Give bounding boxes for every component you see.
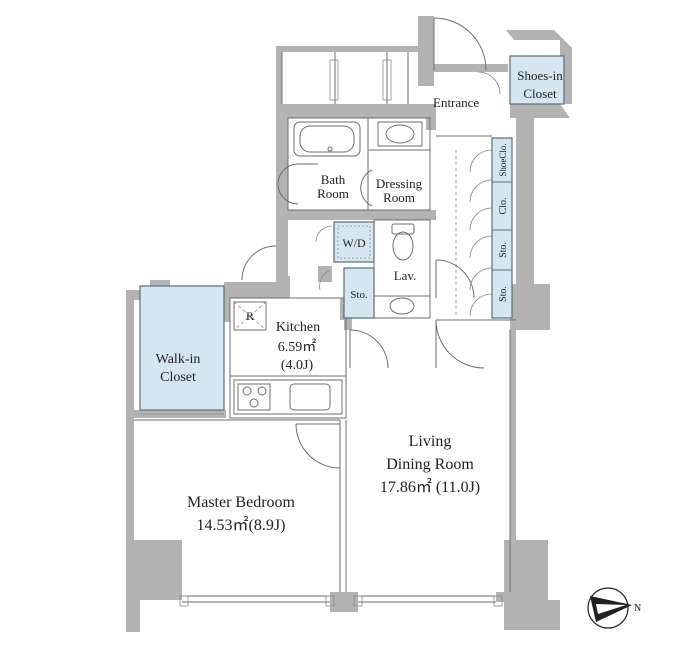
toilet	[391, 223, 415, 261]
kitchen-area: 6.59㎡	[278, 339, 317, 355]
corridor-storage-label-3: Sto.	[498, 242, 509, 258]
entrance-label: Entrance	[433, 95, 479, 110]
living-dining-area: 17.86㎡ (11.0J)	[380, 478, 480, 496]
dressing-room-label-1: Dressing	[376, 176, 423, 191]
lav-basin	[389, 297, 415, 315]
lavatory-label: Lav.	[394, 268, 417, 283]
north-arrow-icon: N	[587, 587, 641, 629]
bath-room-label-1: Bath	[321, 172, 346, 187]
compass-label: N	[634, 603, 641, 614]
refrigerator-label: R	[246, 309, 254, 323]
corridor-storage-strip	[491, 137, 513, 319]
bath-room-label-2: Room	[317, 186, 349, 201]
walk-in-closet-label-1: Walk-in	[156, 352, 201, 367]
storage-small-label: Sto.	[350, 289, 368, 301]
corridor-storage-label-4: Sto.	[498, 286, 509, 302]
kitchen-label: Kitchen	[276, 320, 320, 335]
living-dining-label-1: Living	[409, 433, 452, 450]
wash-basin	[377, 121, 423, 147]
washer-area	[333, 221, 375, 263]
master-bedroom-label: Master Bedroom	[187, 494, 296, 511]
master-bedroom-area: 14.53㎡(8.9J)	[197, 516, 286, 534]
corridor-storage-label-2: Clo.	[498, 198, 509, 215]
interior-lines	[134, 52, 516, 607]
doors	[138, 17, 501, 469]
bathtub	[293, 121, 361, 157]
storage-small-area	[343, 267, 375, 319]
dressing-room-label-2: Room	[383, 190, 415, 205]
shoes-in-closet-label-1: Shoes-in	[517, 68, 563, 83]
washer-label: W/D	[342, 236, 366, 250]
corridor-storage-label-1: ShoeClo.	[498, 143, 508, 176]
walk-in-closet-label-2: Closet	[160, 370, 196, 385]
walk-in-closet-area	[139, 285, 225, 411]
kitchen-jo: (4.0J)	[281, 358, 314, 373]
living-dining-label-2: Dining Room	[386, 456, 474, 473]
shoes-in-closet-label-2: Closet	[523, 86, 557, 101]
corridor-storage-labels: ShoeClo. Clo. Sto. Sto.	[498, 143, 509, 302]
shoes-in-closet-area	[509, 55, 565, 105]
